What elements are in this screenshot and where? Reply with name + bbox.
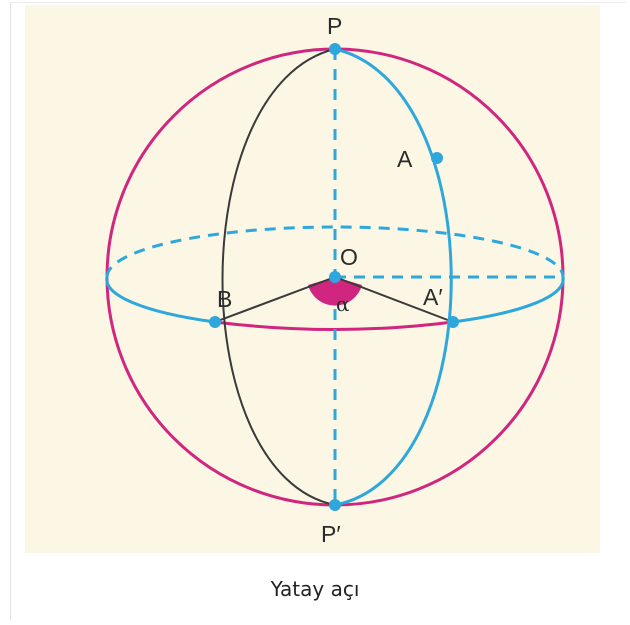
equator-front-left <box>105 276 216 324</box>
point-o <box>329 271 341 283</box>
label-alpha: α <box>336 292 350 316</box>
figure-frame <box>10 2 626 620</box>
label-b: B <box>217 286 232 312</box>
label-o: O <box>340 244 358 270</box>
label-a: A <box>397 146 413 172</box>
figure-caption: Yatay açı <box>270 577 360 601</box>
label-p-prime: P′ <box>321 521 341 547</box>
point-p-prime <box>329 499 341 511</box>
label-a-prime: A′ <box>423 284 443 310</box>
angle-alpha-sector <box>308 277 362 306</box>
sphere-diagram: P P′ A O B A′ α <box>25 5 600 553</box>
meridian-black <box>221 48 336 506</box>
radius-o-a-prime <box>334 276 454 323</box>
point-p <box>329 43 341 55</box>
equator-arc-b-a-prime <box>214 320 454 331</box>
point-a-prime <box>447 316 459 328</box>
radius-o-b <box>214 276 336 323</box>
equator-front-right <box>452 276 565 324</box>
point-a <box>431 152 443 164</box>
point-b <box>209 316 221 328</box>
equator-back <box>105 225 565 278</box>
meridian-blue <box>334 47 453 507</box>
sphere-svg: P P′ A O B A′ α <box>105 13 565 547</box>
label-p: P <box>327 13 342 39</box>
